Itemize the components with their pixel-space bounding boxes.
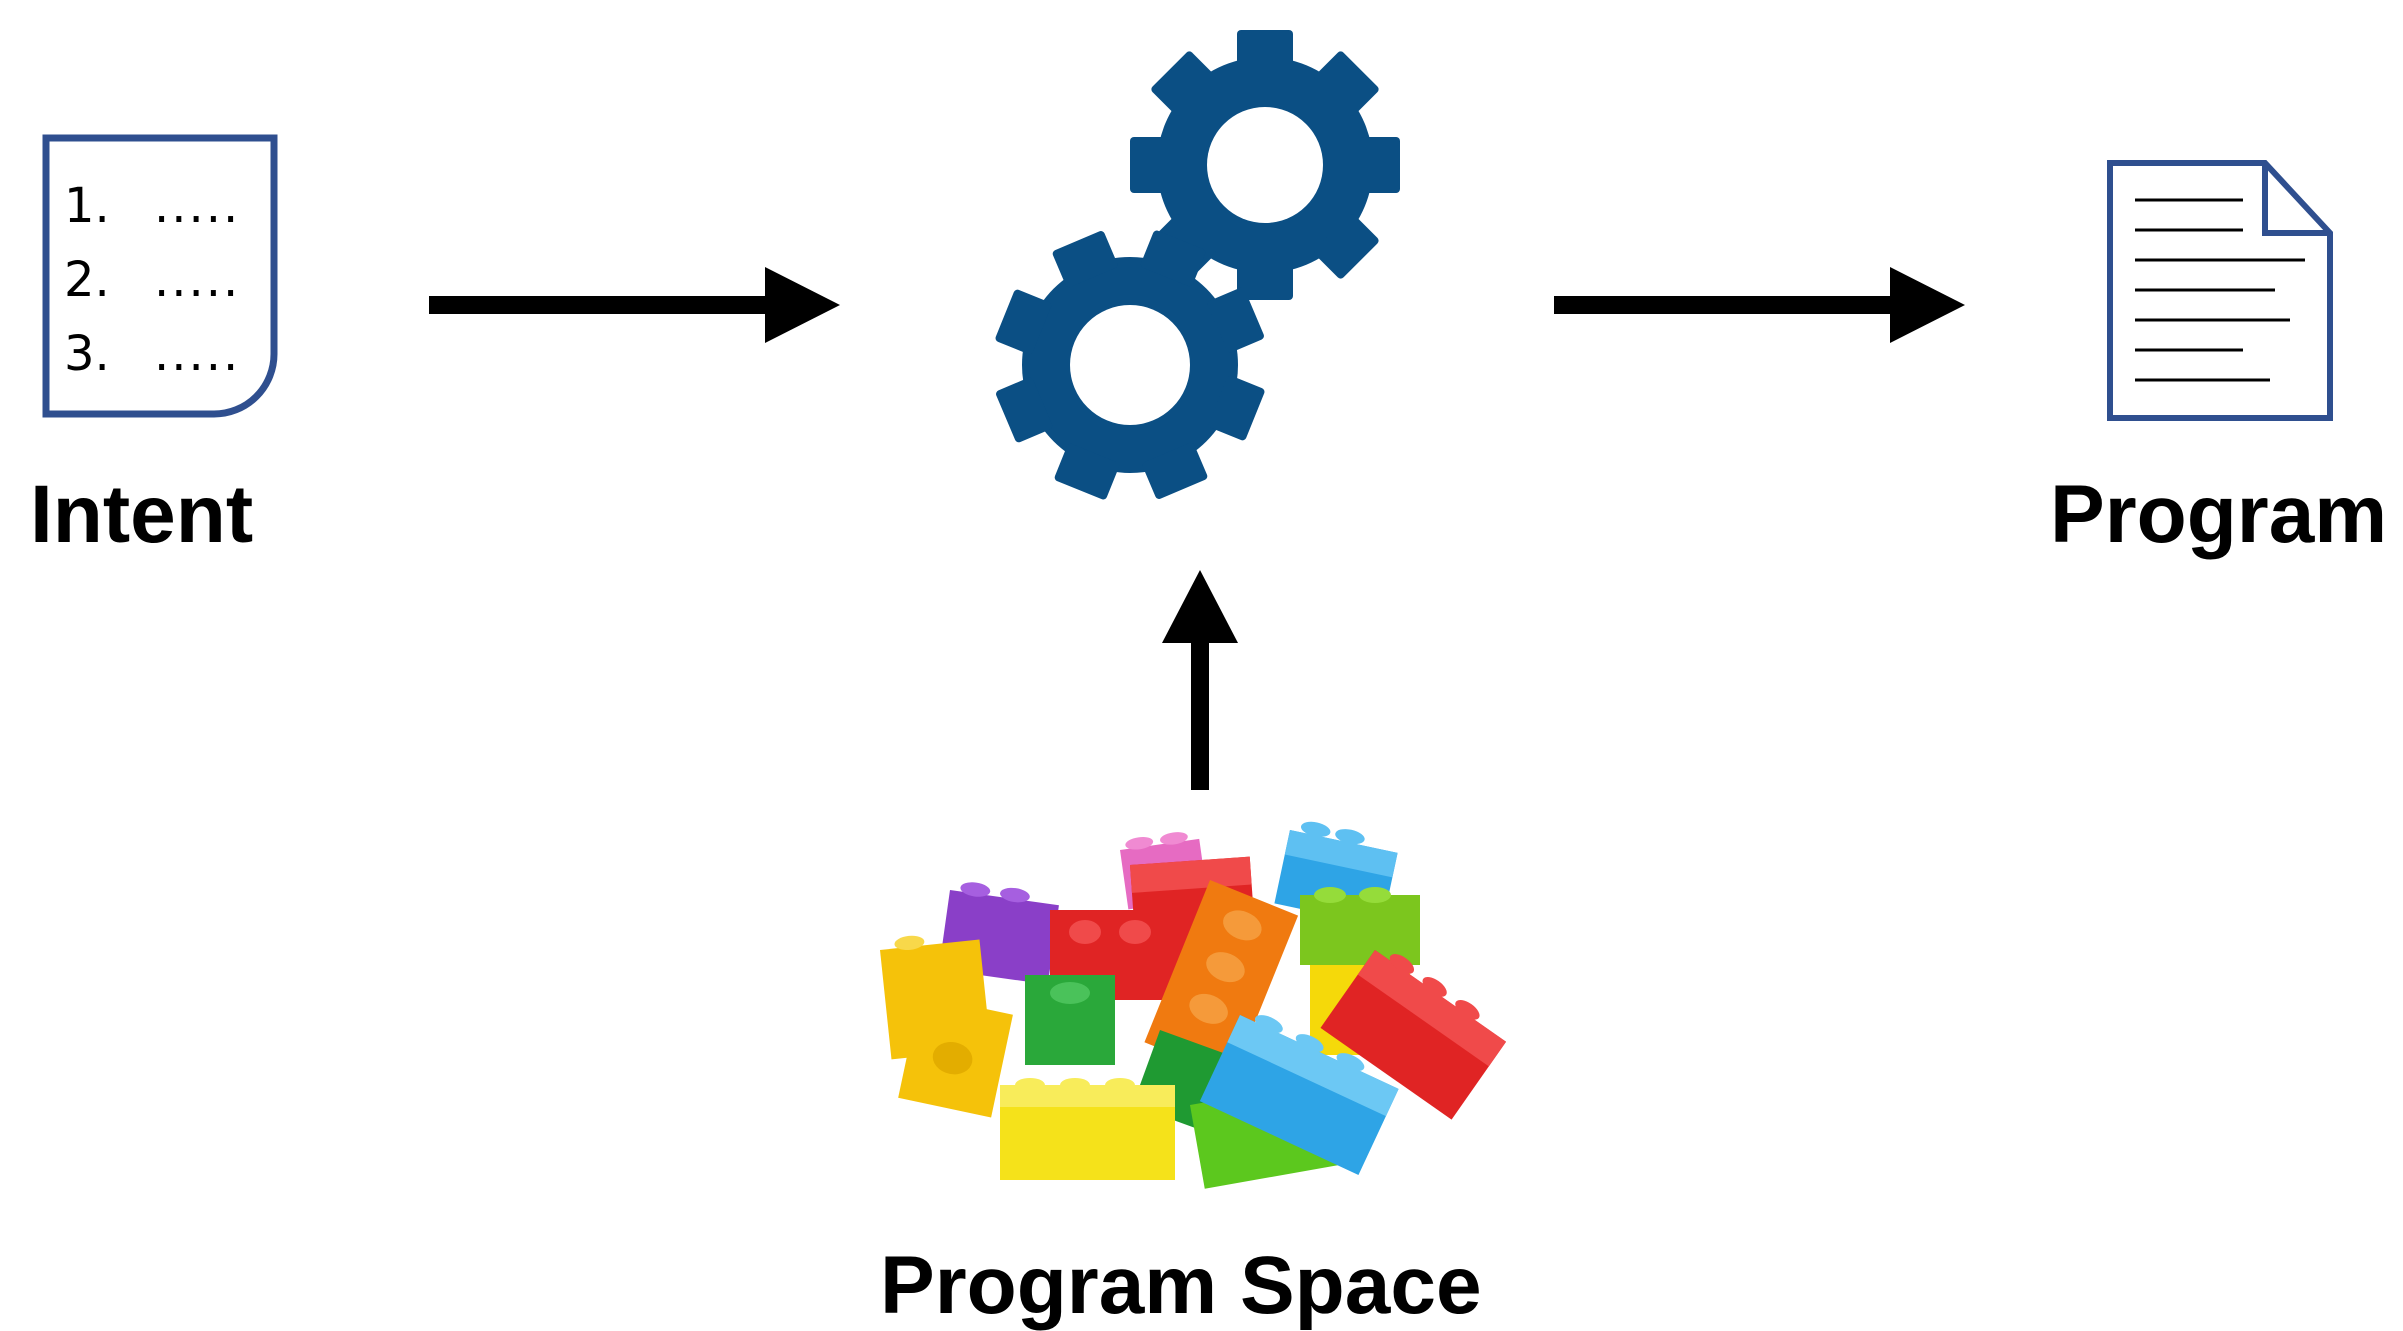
- brick-orange: [1144, 880, 1299, 1078]
- intent-label: Intent: [30, 469, 254, 560]
- brick-red-right: [1320, 950, 1507, 1120]
- gears-icon: [995, 30, 1400, 500]
- brick-yellow-bottom: [1000, 1078, 1175, 1180]
- intent-list-item: 3......: [64, 326, 241, 382]
- program-space-label: Program Space: [880, 1240, 1482, 1331]
- intent-list-item: 2......: [64, 252, 241, 308]
- brick-green: [1025, 975, 1115, 1065]
- brick-light-blue: [1199, 1015, 1399, 1176]
- arrow-intent-to-gears: [429, 267, 840, 343]
- arrow-space-to-gears: [1162, 570, 1238, 790]
- arrow-gears-to-program: [1554, 267, 1965, 343]
- gear-icon: [1130, 30, 1400, 300]
- program-document-icon: [2107, 160, 2333, 421]
- intent-list-item: 1......: [64, 178, 241, 234]
- intent-document-icon: [42, 134, 278, 418]
- program-label: Program: [2050, 469, 2388, 560]
- lego-bricks-icon: [880, 821, 1507, 1189]
- brick-lime: [1300, 887, 1420, 965]
- brick-yellow-front: [898, 994, 1013, 1118]
- gear-icon: [995, 230, 1265, 500]
